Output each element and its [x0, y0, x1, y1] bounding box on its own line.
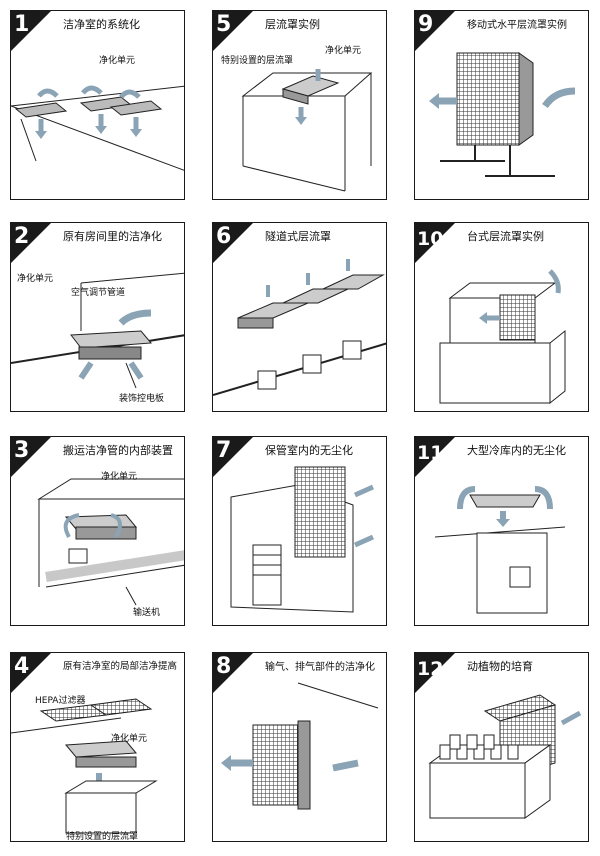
panel-2: 2 原有房间里的洁净化 净化单元 空气调节管道 装饰控电板 [10, 222, 185, 412]
panel-3: 3 搬运洁净管的内部装置 净化单元 输送机 [10, 436, 185, 626]
panel-4: 4 原有洁净室的局部洁净提高 HEPA过滤器 净化单元 特别设置的层流罩 [10, 652, 185, 842]
label-decorative-panel: 装饰控电板 [119, 394, 165, 404]
label-hepa-filter: HEPA过滤器 [35, 696, 86, 706]
panel-1: 1 洁净室的系统化 净化单元 [10, 10, 185, 200]
label-purification-unit: 净化单元 [325, 46, 362, 56]
panel-number-badge [415, 11, 456, 52]
panel-number: 3 [14, 438, 30, 463]
label-laminar-hood: 特别设置的层流罩 [66, 832, 139, 842]
panel-number-badge [213, 653, 254, 694]
panel-number: 9 [418, 12, 434, 37]
panel-number: 7 [216, 438, 232, 463]
panel-number-badge [11, 11, 52, 52]
tunnel-hood-illustration [213, 259, 386, 396]
panel-number: 12 [417, 658, 444, 680]
local-cleaning-illustration [11, 698, 158, 834]
panel-title: 动植物的培育 [467, 660, 533, 673]
panel-number-badge [213, 223, 254, 264]
storage-room-illustration [230, 466, 375, 613]
panel-title: 大型冷库内的无尘化 [467, 444, 566, 457]
panel-title: 搬运洁净管的内部装置 [63, 444, 173, 457]
cold-storage-illustration [434, 486, 566, 614]
panel-title: 台式层流罩实例 [467, 230, 544, 243]
mobile-horizontal-hood-illustration [429, 52, 576, 177]
panel-11: 11 大型冷库内的无尘化 [414, 436, 589, 626]
panel-number: 10 [417, 228, 444, 250]
room-purification-illustration [11, 272, 184, 389]
panel-number: 2 [14, 224, 30, 249]
panel-number-badge [11, 223, 52, 264]
panel-5: 5 层流罩实例 特别设置的层流罩 净化单元 [212, 10, 387, 200]
panel-number-badge [11, 653, 52, 694]
panel-title: 原有房间里的洁净化 [63, 230, 162, 243]
panel-number: 6 [216, 224, 232, 249]
label-purification-unit: 净化单元 [111, 734, 148, 744]
intake-exhaust-illustration [221, 682, 379, 810]
panel-7: 7 保管室内的无尘化 [212, 436, 387, 626]
panel-title: 保管室内的无尘化 [265, 444, 353, 457]
panel-number: 11 [417, 442, 444, 464]
panel-number: 5 [216, 12, 232, 37]
panel-title: 隧道式层流罩 [265, 230, 331, 243]
plant-animal-cultivation-illustration [428, 694, 582, 819]
panel-8: 8 输气、排气部件的洁净化 [212, 652, 387, 842]
panel-title: 层流罩实例 [265, 18, 320, 31]
label-laminar-hood: 特别设置的层流罩 [221, 56, 294, 66]
panel-number-badge [415, 653, 456, 694]
panel-number: 1 [14, 12, 30, 37]
panel-title: 输气、排气部件的洁净化 [265, 662, 375, 673]
panel-10: 10 台式层流罩实例 [414, 222, 589, 412]
cleanroom-system-illustration [11, 85, 184, 171]
panel-number-badge [213, 11, 254, 52]
panel-title: 洁净室的系统化 [63, 18, 140, 31]
panel-number-badge [213, 437, 254, 478]
label-purification-unit: 净化单元 [101, 472, 138, 482]
panel-number-badge [415, 437, 456, 478]
panel-number-badge [415, 223, 456, 264]
panel-12: 12 动植物的培育 [414, 652, 589, 842]
panel-9: 9 移动式水平层流罩实例 [414, 10, 589, 200]
panel-title: 原有洁净室的局部洁净提高 [63, 661, 178, 672]
panel-number-badge [11, 437, 52, 478]
label-ac-duct: 空气调节管道 [71, 288, 126, 298]
panel-title: 移动式水平层流罩实例 [467, 20, 567, 31]
panel-6: 6 隧道式层流罩 [212, 222, 387, 412]
conveyor-illustration [37, 478, 184, 606]
panel-number: 8 [216, 654, 232, 679]
benchtop-hood-illustration [439, 269, 566, 405]
label-purification-unit: 净化单元 [99, 56, 136, 66]
label-purification-unit: 净化单元 [17, 274, 54, 284]
laminar-hood-example-illustration [241, 69, 373, 192]
label-conveyor: 输送机 [133, 608, 161, 618]
panel-number: 4 [14, 654, 30, 679]
